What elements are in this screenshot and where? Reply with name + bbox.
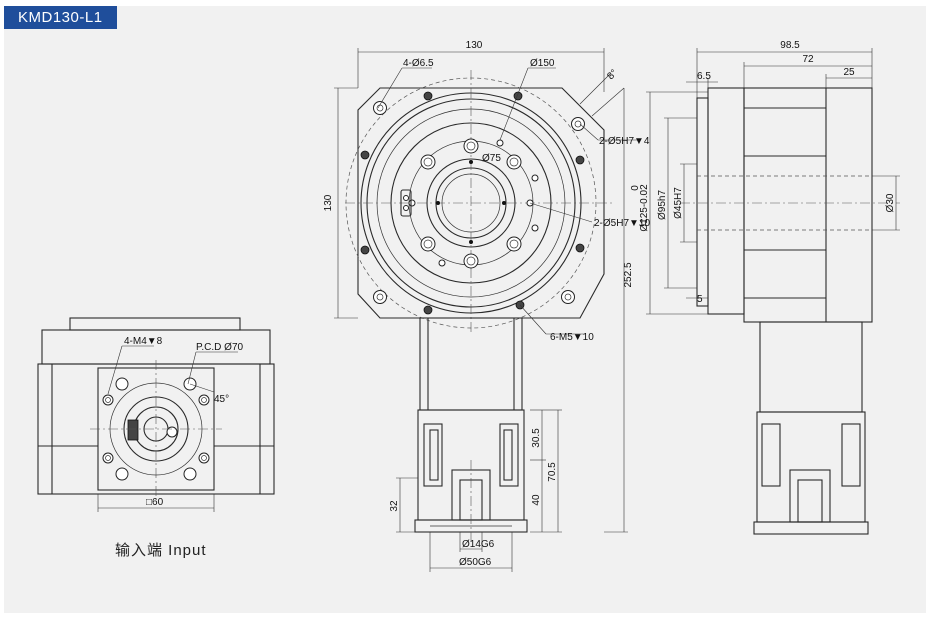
adapter-window-left (423, 423, 443, 487)
label-bolts-4: 4-Ø6.5 (403, 58, 434, 69)
dim-len-25: 25 (843, 67, 855, 78)
side-housing (743, 87, 873, 323)
label-in-tap: 4-M4▼8 (124, 336, 163, 347)
key-slot (400, 189, 412, 217)
label-in-angle: 45° (214, 394, 229, 405)
front-flange-outline (357, 87, 605, 319)
pin-dot-bottom (469, 240, 473, 244)
dim-h70: 70.5 (547, 462, 558, 482)
label-tap-6: 6-M5▼10 (550, 332, 594, 343)
label-pcd-150: Ø150 (530, 58, 555, 69)
dim-d95: Ø95h7 (657, 190, 668, 220)
side-output-flange (707, 87, 745, 315)
dim-h40: 40 (531, 494, 542, 506)
dim-d125: Ø125-0.02 (639, 184, 650, 232)
side-output-face (696, 97, 709, 307)
side-view: 98.5 72 25 6.5 5 Ø125-0.02 0 Ø95h7 (630, 40, 900, 535)
dim-d50: Ø50G6 (459, 557, 492, 568)
pin-dot-left (436, 201, 440, 205)
dim-h32: 32 (389, 500, 400, 512)
input-key (127, 419, 139, 441)
label-in-sq: □60 (146, 497, 164, 508)
label-in-pcd: P.C.D Ø70 (196, 342, 243, 353)
side-motor-flange (756, 411, 866, 523)
dim-len-5: 5 (697, 294, 703, 305)
dim-len-72: 72 (802, 54, 814, 65)
dim-d30: Ø30 (885, 193, 896, 212)
adapter-window-right (499, 423, 519, 487)
dim-height-252: 252.5 (623, 262, 634, 287)
dim-tol0: 0 (630, 185, 641, 191)
dim-side-130: 130 (323, 194, 334, 211)
corner-bolt-holes (373, 101, 585, 304)
side-adapter (759, 321, 863, 413)
model-title-badge: KMD130-L1 (4, 6, 117, 29)
dim-d45: Ø45H7 (673, 187, 684, 219)
dim-len-6: 6.5 (697, 71, 711, 82)
input-top-cap (69, 317, 241, 331)
dim-len-98: 98.5 (780, 40, 800, 51)
front-view: 130 130 4-Ø6.5 Ø150 8° 2-Ø5H7▼4 Ø75 (323, 40, 650, 572)
input-caption: 输入端 Input (115, 542, 207, 559)
input-hub (451, 469, 491, 521)
output-bolt-holes (408, 138, 539, 269)
pin-dot-top (469, 160, 473, 164)
dim-d14: Ø14G6 (462, 539, 495, 550)
label-angle-8: 8° (605, 68, 620, 83)
pin-dot-right (502, 201, 506, 205)
label-pin-top: 2-Ø5H7▼4 (599, 136, 650, 147)
input-view: 45° 4-M4▼8 P.C.D Ø70 □60 (37, 317, 275, 512)
dim-h30: 30.5 (531, 428, 542, 448)
dim-width-130: 130 (466, 40, 483, 51)
label-pin-center: 2-Ø5H7▼10 (594, 218, 650, 229)
label-inner-75: Ø75 (482, 153, 501, 164)
drawing-panel (4, 6, 926, 613)
